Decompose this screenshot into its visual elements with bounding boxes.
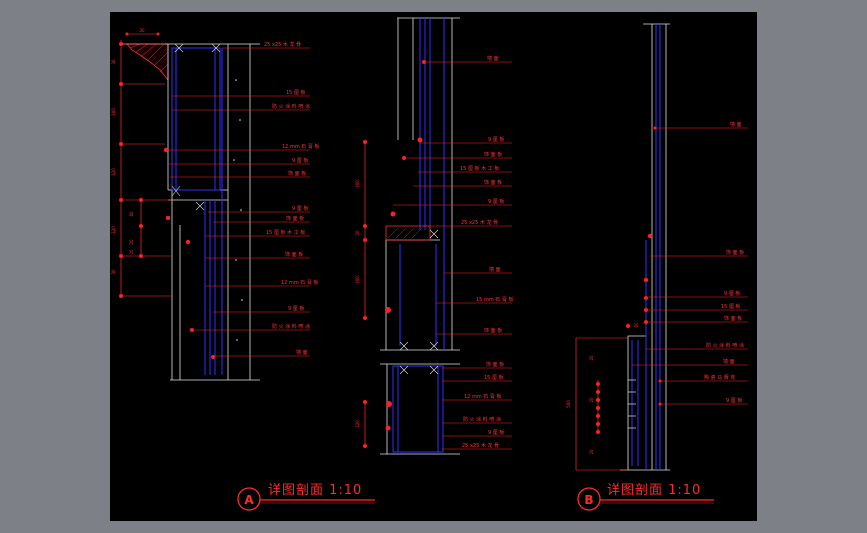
sectionB-label-6: 墙 面 xyxy=(723,358,735,365)
sectionB-label-7: 陶 瓷 马 赛 克 xyxy=(704,374,735,381)
sectionMid-label-14: 9 厘 板 xyxy=(488,429,504,436)
section-b-title-block: B 详图剖面 1:10 xyxy=(577,483,714,511)
sectionMid-label-2: 饰 面 板 xyxy=(484,151,502,158)
sectionMid-label-4: 饰 面 板 xyxy=(484,179,502,186)
sectionB-label-3: 15 厘 板 xyxy=(721,303,741,310)
section-b-geometry xyxy=(575,23,670,471)
sectionMid-label-13: 防 火 涂 料 喷 涂 xyxy=(463,416,501,423)
sectionA-dim-4: 120 xyxy=(111,226,116,234)
sectionMid-dim-2: 100 xyxy=(355,276,360,284)
sectionA-label-12: 防 火 涂 料 喷 涂 xyxy=(272,323,310,330)
sectionMid-dim-1: 20 xyxy=(355,230,360,236)
annotation-leaders xyxy=(165,47,748,450)
sectionA-label-11: 9 厘 板 xyxy=(288,305,304,312)
sectionA-label-6: 9 厘 板 xyxy=(292,205,308,212)
sectionB-label-2: 9 厘 板 xyxy=(724,290,740,297)
sectionMid-label-6: 25 x25 木 龙 骨 xyxy=(461,219,498,226)
annotation-labels: 25 x25 木 龙 骨15 厘 板防 火 涂 料 喷 涂12 mm 石 膏 板… xyxy=(264,41,744,449)
sectionA-label-0: 25 x25 木 龙 骨 xyxy=(264,41,301,48)
sectionMid-label-7: 墙 面 xyxy=(489,266,501,273)
sectionB-label-8: 9 厘 板 xyxy=(726,397,742,404)
sectionA-dim-6: 30 xyxy=(111,269,116,275)
sectionB-label-5: 防 火 涂 料 喷 涂 xyxy=(706,342,744,349)
sectionA-label-4: 9 厘 板 xyxy=(292,157,308,164)
sectionA-label-10: 12 mm 石 膏 板 xyxy=(281,279,318,286)
sectionMid-label-8: 15 mm 石 膏 板 xyxy=(476,296,513,303)
section-b-marker-circle xyxy=(577,487,601,511)
sectionB-dim-0: 20 xyxy=(589,355,594,361)
section-a-geometry xyxy=(119,32,260,381)
sectionA-label-13: 墙 面 xyxy=(296,349,308,356)
sectionMid-label-9: 饰 面 板 xyxy=(484,327,502,334)
section-a-title: 详图剖面 1:10 xyxy=(268,483,362,498)
sectionMid-label-3: 15 厘 板 木 工 板 xyxy=(460,165,499,172)
sectionA-label-9: 饰 面 板 xyxy=(285,251,303,258)
sectionMid-label-1: 9 厘 板 xyxy=(488,136,504,143)
sectionA-dim-2: 120 xyxy=(111,168,116,176)
sectionB-dim-1: 500 xyxy=(566,400,571,408)
sectionMid-label-15: 25 x25 木 龙 骨 xyxy=(462,442,499,449)
sectionB-dim-2: 20 xyxy=(589,397,594,403)
sectionMid-dim-3: 120 xyxy=(355,420,360,428)
sectionA-dim-1: 100 xyxy=(111,108,116,116)
sectionMid-label-0: 墙 面 xyxy=(487,55,499,62)
sectionMid-label-10: 饰 面 板 xyxy=(486,361,504,368)
sectionMid-label-5: 9 厘 板 xyxy=(488,198,504,205)
section-b-marker: B xyxy=(584,493,593,507)
sectionA-label-7: 饰 面 板 xyxy=(286,215,304,222)
sectionMid-label-12: 12 mm 石 膏 板 xyxy=(464,393,501,400)
sectionA-label-8: 15 厘 板 木 工 板 xyxy=(266,229,305,236)
sectionMid-label-11: 15 厘 板 xyxy=(484,374,504,381)
sectionA-dim-3: 60 xyxy=(129,211,134,217)
sectionA-dim-7: 20 xyxy=(129,249,134,255)
sectionA-top-dim: 30 xyxy=(139,28,145,33)
sectionA-label-3: 12 mm 石 膏 板 xyxy=(282,143,319,150)
section-a-marker-circle xyxy=(237,487,261,511)
sectionMid-dim-0: 100 xyxy=(355,180,360,188)
section-a-title-block: A 详图剖面 1:10 xyxy=(237,483,375,511)
sectionA-label-1: 15 厘 板 xyxy=(286,89,306,96)
dimension-texts: 30 100 120 60 120 20 30 20 100 20 100 120 20 500 20 20 3… xyxy=(111,28,639,455)
sectionB-label-4: 饰 面 板 xyxy=(724,315,742,322)
drawing-canvas xyxy=(110,12,757,521)
sectionA-label-2: 防 火 涂 料 喷 涂 xyxy=(272,103,310,110)
sectionB-dim-3: 20 xyxy=(589,449,594,455)
sectionA-label-5: 饰 面 板 xyxy=(288,170,306,177)
sectionB-label-1: 饰 面 板 xyxy=(726,249,744,256)
sectionB-top-dim: 20 xyxy=(633,323,639,328)
sectionA-dim-0: 30 xyxy=(111,59,116,65)
sectionA-dim-5: 20 xyxy=(129,239,134,245)
sectionB-label-0: 墙 面 xyxy=(730,121,742,128)
section-mid-geometry xyxy=(363,17,460,455)
section-b-title: 详图剖面 1:10 xyxy=(607,483,701,498)
section-a-marker: A xyxy=(244,493,254,507)
